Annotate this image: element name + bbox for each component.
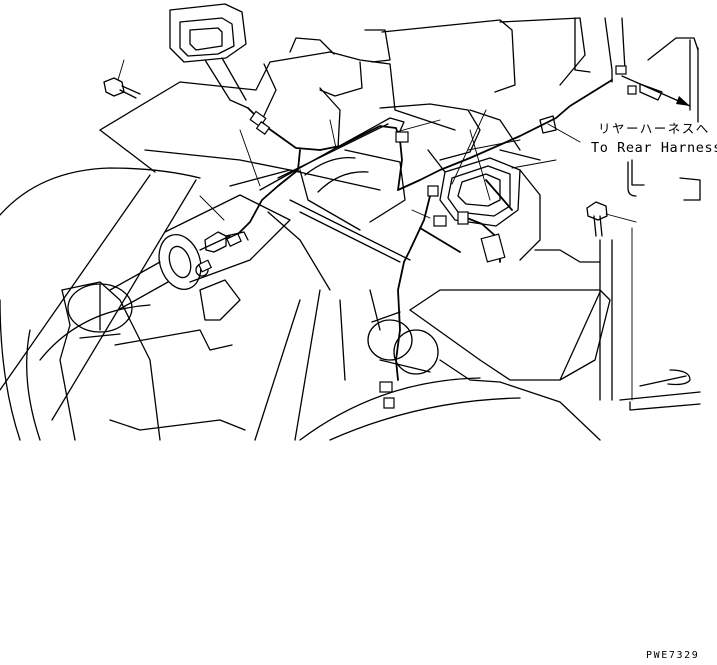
bucket-link (59, 279, 246, 441)
right-fender (409, 239, 701, 411)
upper-lamp-housing (169, 3, 249, 109)
rear-harness-arrow (621, 75, 691, 107)
left-tire (0, 167, 201, 441)
bolt-right (586, 201, 637, 401)
rear-harness-label-jp: リヤーハーネスへ (598, 121, 710, 136)
leader-lines (199, 109, 581, 221)
cab-structure (364, 17, 701, 201)
upper-frame (99, 37, 521, 173)
wiring-harness (197, 65, 637, 409)
drawing-code: PWE7329 (646, 650, 700, 661)
right-lamp-housing (427, 149, 541, 261)
rear-harness-label-en: To Rear Harness (591, 140, 717, 156)
boom-arm (0, 169, 381, 441)
cross-member (259, 117, 411, 263)
bolt-left (103, 59, 141, 99)
frame-end-cap (299, 311, 601, 441)
